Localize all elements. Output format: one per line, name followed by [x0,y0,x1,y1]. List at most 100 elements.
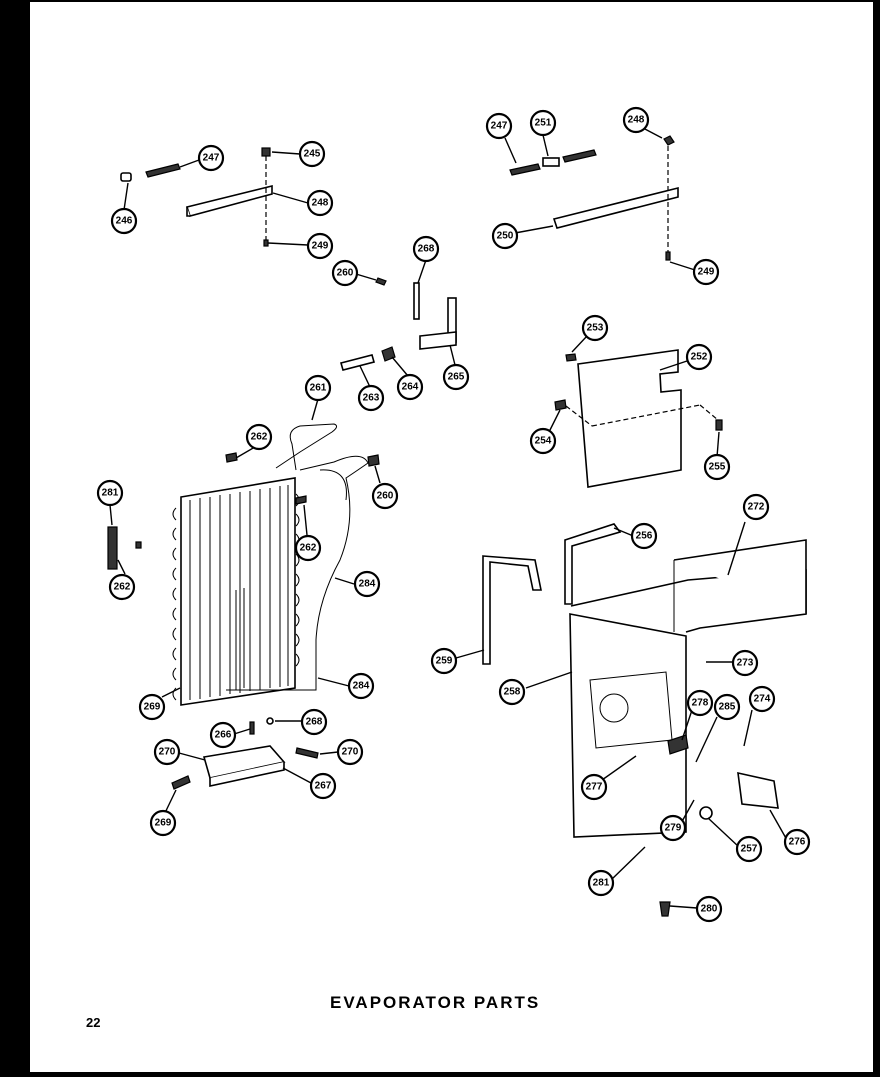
callout-269: 269 [138,693,166,721]
callout-262-coil: 262 [294,534,322,562]
callout-255: 255 [703,453,731,481]
callout-261: 261 [304,374,332,402]
diagram-title: EVAPORATOR PARTS [330,993,541,1012]
svg-text:273: 273 [737,658,754,669]
callout-249: 249 [306,232,334,260]
callout-267: 267 [309,772,337,800]
callout-274: 274 [748,685,776,713]
svg-text:269: 269 [155,818,172,829]
page-number: 22 [86,1015,101,1030]
callout-247: 247 [197,144,225,172]
callout-251: 251 [529,109,557,137]
svg-text:261: 261 [310,383,327,394]
callout-268-pan: 268 [300,708,328,736]
callout-270: 270 [153,738,181,766]
svg-text:280: 280 [701,904,718,915]
right-slide-rail-part [504,127,696,271]
svg-text:269: 269 [144,702,161,713]
callout-254: 254 [529,427,557,455]
callout-258: 258 [498,678,526,706]
callout-248: 248 [306,189,334,217]
svg-text:277: 277 [586,782,603,793]
svg-text:284: 284 [359,579,376,590]
svg-text:262: 262 [114,582,131,593]
svg-text:252: 252 [691,352,708,363]
svg-text:265: 265 [448,372,465,383]
callout-284-lower: 284 [347,672,375,700]
svg-text:249: 249 [312,241,329,252]
svg-text:270: 270 [342,747,359,758]
svg-text:253: 253 [587,323,604,334]
svg-text:278: 278 [692,698,709,709]
callout-268: 268 [412,235,440,263]
hinge-bracket-part [340,256,457,388]
svg-text:285: 285 [719,702,736,713]
callout-273: 273 [731,649,759,677]
svg-text:254: 254 [535,436,552,447]
callout-260-coil: 260 [371,482,399,510]
callout-246: 246 [110,207,138,235]
svg-text:281: 281 [593,878,610,889]
svg-text:268: 268 [306,717,323,728]
callout-281-lower: 281 [587,869,615,897]
callout-279: 279 [659,814,687,842]
callout-245: 245 [298,140,326,168]
callout-247-right: 247 [485,112,513,140]
svg-text:267: 267 [315,781,332,792]
svg-text:272: 272 [748,502,765,513]
svg-text:264: 264 [402,382,419,393]
svg-text:258: 258 [504,687,521,698]
svg-text:247: 247 [203,153,220,164]
callout-277: 277 [580,773,608,801]
svg-text:266: 266 [215,730,232,741]
svg-text:268: 268 [418,244,435,255]
svg-text:281: 281 [102,488,119,499]
svg-text:250: 250 [497,231,514,242]
callout-250: 250 [491,222,519,250]
callout-284: 284 [353,570,381,598]
callout-269-pan: 269 [149,809,177,837]
callout-281: 281 [96,479,124,507]
callout-249-right: 249 [692,258,720,286]
svg-text:260: 260 [337,268,354,279]
svg-text:270: 270 [159,747,176,758]
callout-285: 285 [713,693,741,721]
svg-text:245: 245 [304,149,321,160]
callout-248-right: 248 [622,106,650,134]
svg-text:259: 259 [436,656,453,667]
callout-280: 280 [695,895,723,923]
evaporator-coil [107,398,381,706]
svg-text:263: 263 [363,393,380,404]
left-slide-rail-part [120,147,309,247]
svg-text:255: 255 [709,462,726,473]
svg-text:284: 284 [353,681,370,692]
callout-276: 276 [783,828,811,856]
callout-262: 262 [245,423,273,451]
svg-text:249: 249 [698,267,715,278]
callout-266: 266 [209,721,237,749]
svg-text:248: 248 [312,198,329,209]
svg-text:257: 257 [741,844,758,855]
svg-text:262: 262 [251,432,268,443]
callout-262-heater: 262 [108,573,136,601]
callout-265: 265 [442,363,470,391]
svg-text:260: 260 [377,491,394,502]
callout-253: 253 [581,314,609,342]
svg-text:276: 276 [789,837,806,848]
callout-272: 272 [742,493,770,521]
callout-260: 260 [331,259,359,287]
svg-text:274: 274 [754,694,771,705]
svg-text:247: 247 [491,121,508,132]
callout-252: 252 [685,343,713,371]
callout-259: 259 [430,647,458,675]
callout-256: 256 [630,522,658,550]
callout-270-right: 270 [336,738,364,766]
svg-text:251: 251 [535,118,552,129]
svg-text:246: 246 [116,216,133,227]
svg-text:279: 279 [665,823,682,834]
svg-text:248: 248 [628,115,645,126]
evaporator-cover-panel [548,335,723,488]
drain-trough-part [162,717,339,818]
svg-text:256: 256 [636,531,653,542]
